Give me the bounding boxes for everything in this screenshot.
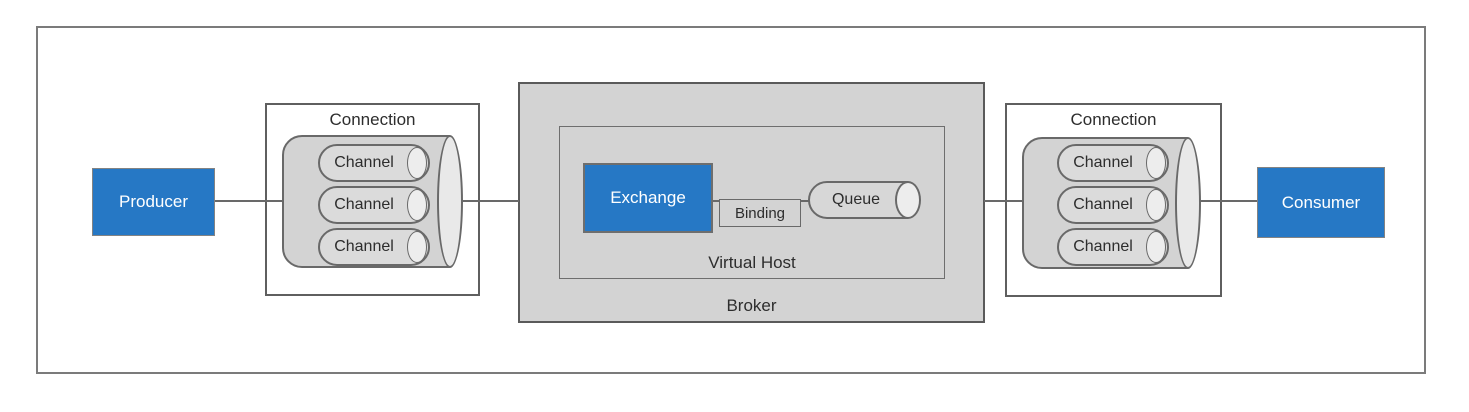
exchange-label: Exchange [610,188,686,207]
right-connection-cylinder-cap [1175,137,1201,269]
queue-node: Queue [808,181,908,219]
right-channel-1-label: Channel [1073,154,1133,171]
right-channel-1: Channel [1057,144,1169,182]
broker-label: Broker [726,296,777,315]
left-channel-2: Channel [318,186,430,224]
consumer-label: Consumer [1281,192,1361,212]
left-channel-1: Channel [318,144,430,182]
producer-label: Producer [119,192,188,211]
right-channel-2: Channel [1057,186,1169,224]
queue-cylinder-cap [895,181,921,219]
left-channel-1-label: Channel [334,154,394,171]
left-channel-3-label: Channel [334,238,394,255]
right-channel-3-cap [1146,231,1166,263]
binding-label: Binding [734,204,786,222]
left-connection-label: Connection [329,110,416,129]
left-channel-2-cap [407,189,427,221]
queue-label: Queue [831,191,881,208]
left-connection-cylinder-cap [437,135,463,268]
producer-node: Producer [92,168,215,236]
right-channel-3-label: Channel [1073,238,1133,255]
binding-node: Binding [719,199,801,227]
connector-connection-to-broker [457,200,519,202]
consumer-node: Consumer [1257,167,1385,238]
right-channel-2-label: Channel [1073,196,1133,213]
exchange-node: Exchange [583,163,713,233]
left-channel-3-cap [407,231,427,263]
connector-connection-to-consumer [1196,200,1258,202]
left-channel-3: Channel [318,228,430,266]
left-channel-2-label: Channel [334,196,394,213]
right-channel-1-cap [1146,147,1166,179]
right-channel-3: Channel [1057,228,1169,266]
right-connection-label: Connection [1070,110,1157,129]
connector-producer-to-connection [214,200,284,202]
left-channel-1-cap [407,147,427,179]
right-channel-2-cap [1146,189,1166,221]
connector-broker-to-connection [984,200,1025,202]
virtual-host-label: Virtual Host [708,253,796,272]
